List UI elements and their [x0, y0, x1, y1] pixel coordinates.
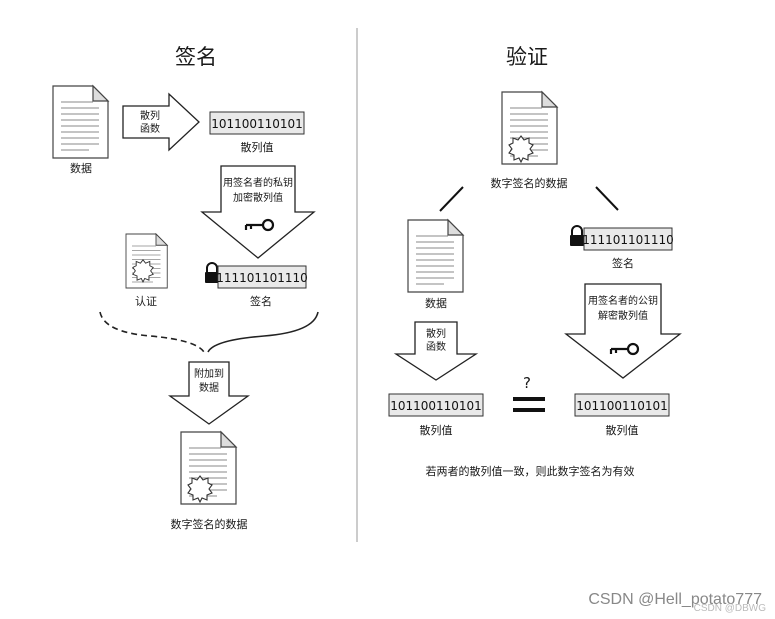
attach-arrow [167, 361, 251, 425]
attach-label-1: 附加到 [194, 367, 224, 380]
verify-hash-func-label-1: 散列 [426, 327, 446, 340]
sign-hash-label: 散列值 [241, 140, 274, 154]
watermark-main: CSDN @Hell_potato777 [588, 591, 762, 608]
sign-sig-box [217, 265, 307, 289]
combine-brace-solid [207, 311, 319, 353]
verify-right-hash-label: 散列值 [606, 423, 639, 437]
sign-encrypt-label-1: 用签名者的私钥 [223, 176, 293, 189]
cert-label: 认证 [135, 295, 157, 308]
question-mark: ? [523, 374, 531, 392]
equals-sign-bottom [513, 408, 545, 412]
verify-title: 验证 [506, 45, 548, 69]
signed-data-label: 数字签名的数据 [171, 517, 248, 531]
sign-encrypt-arrow [200, 165, 316, 259]
verify-decrypt-label-1: 用签名者的公钥 [588, 294, 658, 307]
sign-sig-bits: 111101101110 [216, 271, 308, 285]
verify-hash-arrow [393, 321, 479, 381]
sign-hash-box [209, 111, 305, 135]
split-line-right [595, 186, 619, 211]
sign-sig-label: 签名 [250, 294, 272, 308]
verify-right-hash-bits: 101100110101 [576, 399, 668, 413]
sign-encrypt-label-2: 加密散列值 [233, 191, 283, 204]
verify-hash-func-label-2: 函数 [426, 340, 446, 353]
equals-sign-top [513, 397, 545, 401]
sign-data-label: 数据 [70, 161, 92, 175]
verify-conclusion: 若两者的散列值一致，则此数字签名为有效 [426, 464, 635, 478]
verify-right-hash-box [574, 393, 670, 417]
watermark-sub: CSDN @DBWG [694, 603, 767, 614]
verify-sig-label: 签名 [612, 256, 634, 270]
sign-hash-arrow [122, 92, 200, 152]
verify-signed-label: 数字签名的数据 [491, 176, 568, 190]
sign-data-document [53, 86, 108, 158]
verify-decrypt-label-2: 解密散列值 [598, 309, 648, 322]
verify-data-document [408, 220, 463, 292]
verify-data-label: 数据 [425, 296, 447, 310]
cert-document [126, 234, 167, 288]
sign-hash-func-label-1: 散列 [140, 109, 160, 122]
verify-left-hash-box [388, 393, 484, 417]
verify-left-hash-label: 散列值 [420, 423, 453, 437]
verify-decrypt-arrow [564, 283, 682, 379]
sign-hash-func-label-2: 函数 [140, 122, 160, 135]
verify-left-hash-bits: 101100110101 [390, 399, 482, 413]
combine-brace-dashed [99, 311, 205, 353]
verify-sig-bits: 111101101110 [582, 233, 674, 247]
attach-label-2: 数据 [199, 381, 219, 394]
sign-title: 签名 [175, 45, 217, 69]
verify-sig-box [583, 227, 673, 251]
sign-hash-bits: 101100110101 [211, 117, 303, 131]
split-line-left [439, 186, 464, 212]
